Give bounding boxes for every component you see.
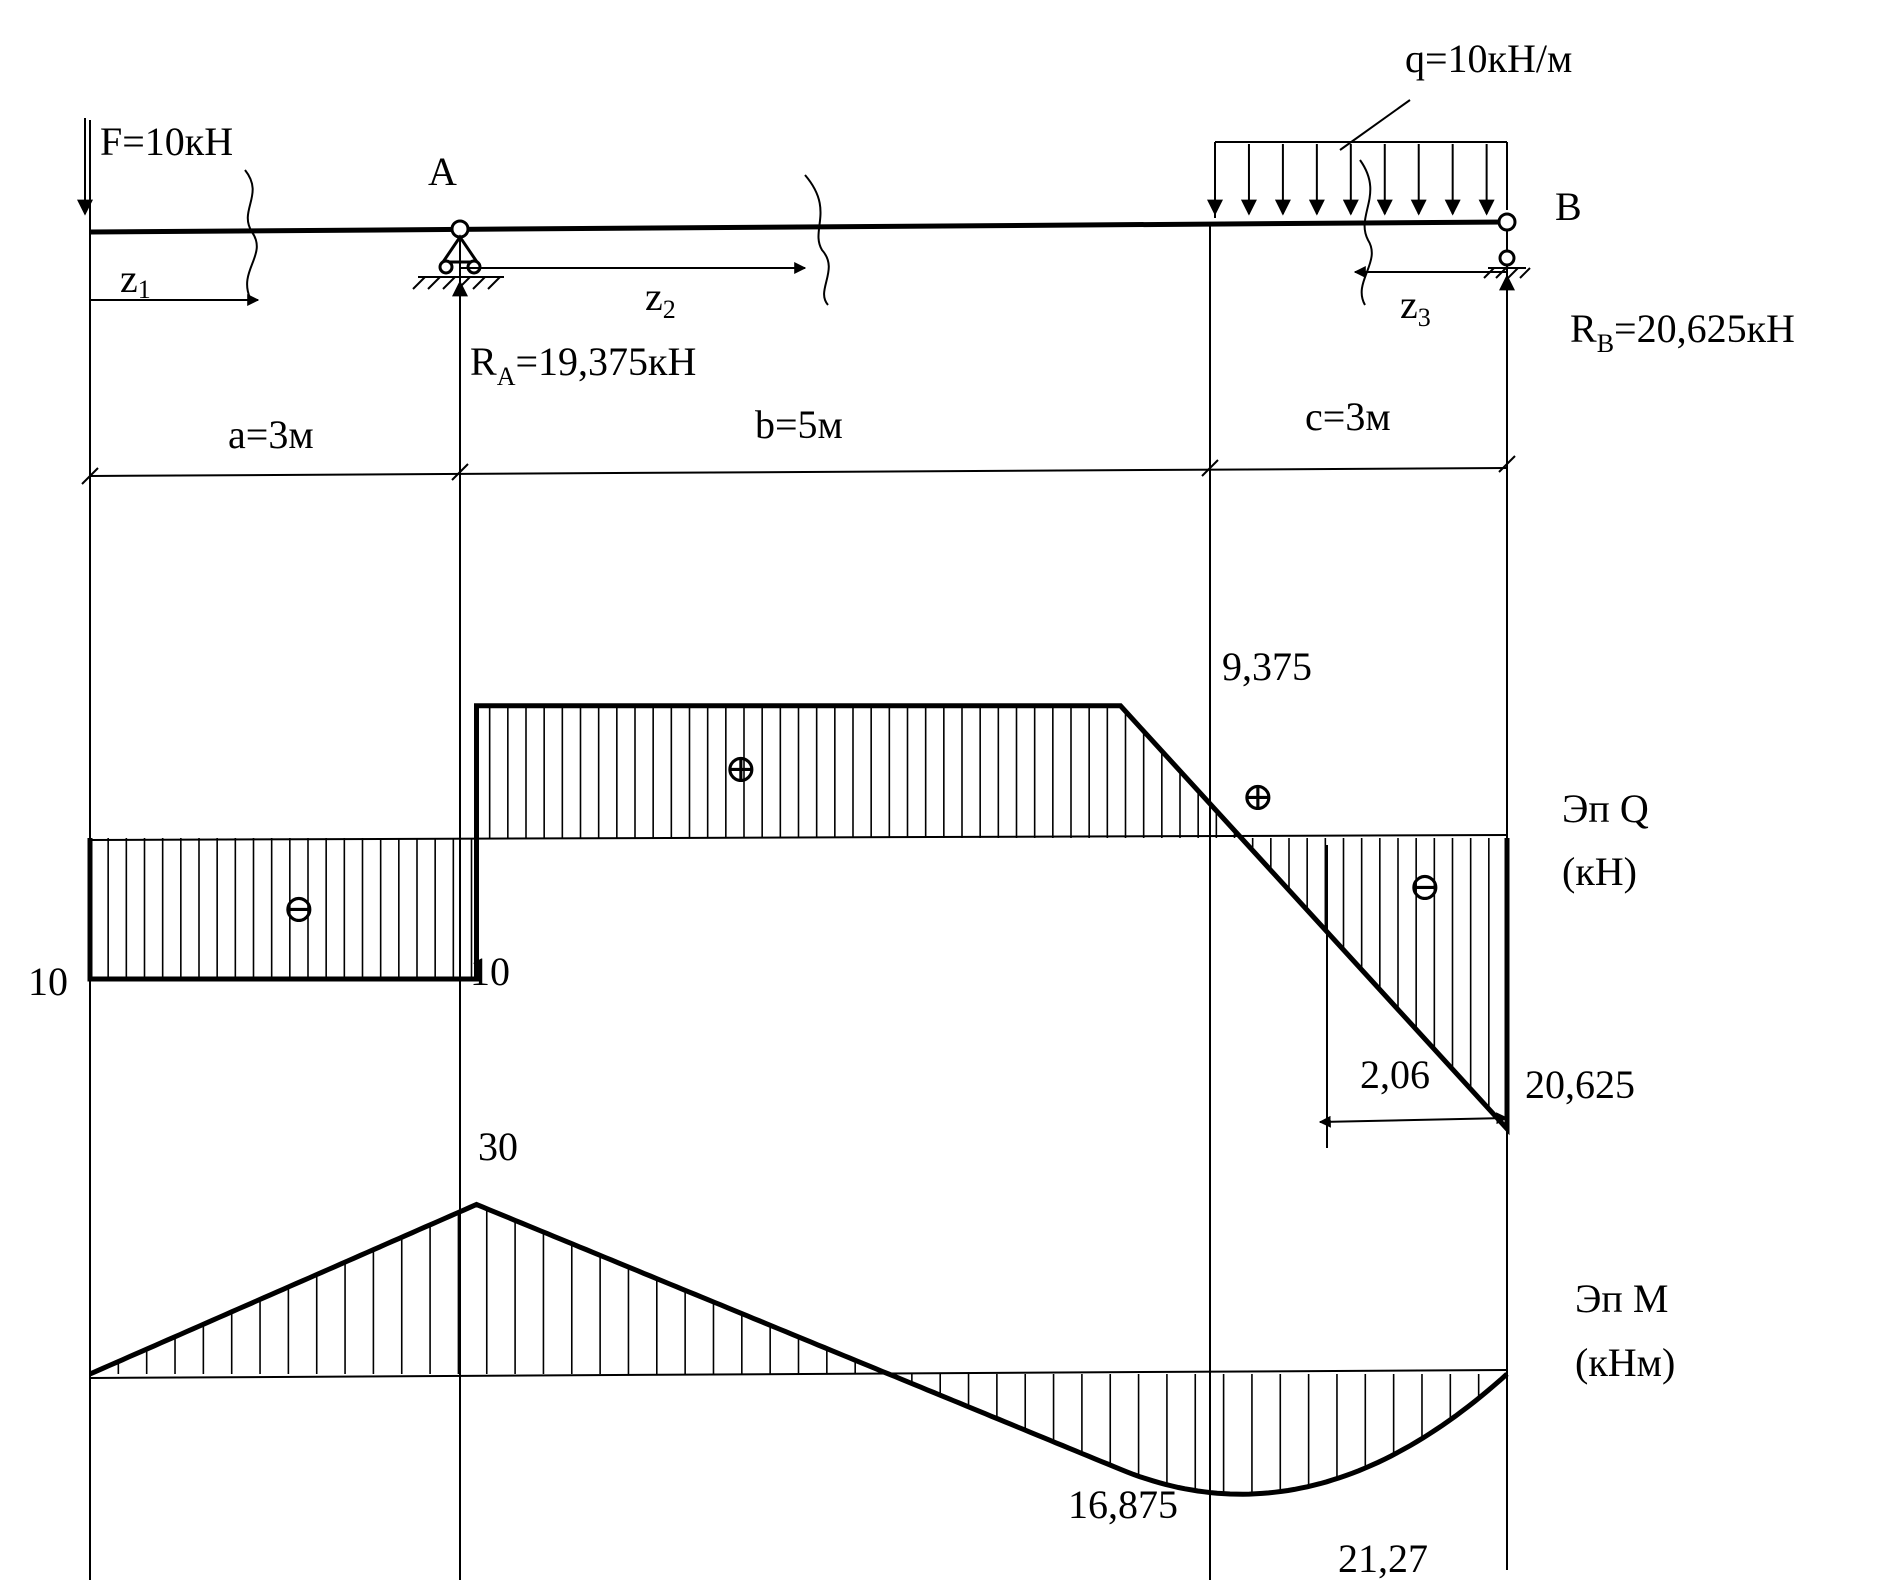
force-f: F=10кН: [77, 118, 258, 299]
coordinate-z1: z1: [90, 256, 260, 306]
shear-diagram: 10 10 9,375 20,625 ⊖ ⊕ ⊕ ⊖ Эп Q (кН) 2,0…: [28, 644, 1649, 1148]
span-c-label: c=3м: [1305, 394, 1391, 439]
svg-text:z2: z2: [645, 274, 676, 324]
svg-text:z3: z3: [1400, 282, 1431, 332]
support-b-label: B: [1555, 184, 1582, 229]
svg-text:z1: z1: [120, 256, 151, 304]
span-dimensions: a=3м b=5м c=3м: [81, 394, 1516, 485]
shear-hatching: [107, 705, 1490, 1109]
moment-peak-value: 30: [478, 1124, 518, 1169]
moment-hatching: [117, 1208, 1480, 1494]
moment-diagram: 30 16,875 21,27 Эп M (кНм): [88, 1124, 1675, 1581]
shear-sign-pos2: ⊕: [1241, 774, 1275, 819]
shear-baseline: [89, 834, 1508, 841]
shear-peak-value: 9,375: [1222, 644, 1312, 689]
moment-baseline: [89, 1369, 1508, 1379]
distributed-load: q=10кН/м: [1207, 36, 1572, 218]
moment-unit: (кНм): [1575, 1340, 1675, 1385]
support-b: B: [1483, 184, 1582, 370]
span-b-label: b=5м: [755, 402, 843, 447]
shear-sign-neg2: ⊖: [1408, 864, 1442, 909]
shear-end-value: 20,625: [1525, 1062, 1635, 1107]
coordinate-z3: z3: [1353, 159, 1507, 332]
shear-title: Эп Q: [1562, 786, 1649, 831]
shear-unit: (кН): [1562, 849, 1637, 894]
shear-left-value: 10: [28, 959, 68, 1004]
moment-title: Эп M: [1575, 1276, 1668, 1321]
reaction-b-label: RB=20,625кН: [1570, 306, 1795, 358]
shear-sign-neg1: ⊖: [282, 886, 316, 931]
beam: [89, 219, 1508, 235]
shear-zero-distance: 2,06: [1360, 1052, 1430, 1097]
support-a-label: A: [428, 149, 457, 194]
span-a-label: a=3м: [228, 412, 314, 457]
support-a: A: [412, 149, 504, 345]
shear-sign-pos1: ⊕: [724, 746, 758, 791]
force-label: F=10кН: [100, 119, 233, 164]
moment-outline: [88, 1201, 1509, 1497]
moment-mid-value: 16,875: [1068, 1482, 1178, 1527]
reaction-a-label: RA=19,375кН: [470, 339, 696, 391]
moment-max-value: 21,27: [1338, 1536, 1428, 1581]
shear-outline: [87, 703, 1510, 1136]
coordinate-z2: z2: [460, 174, 830, 324]
shear-a-value: 10: [470, 949, 510, 994]
distributed-load-label: q=10кН/м: [1405, 36, 1572, 81]
